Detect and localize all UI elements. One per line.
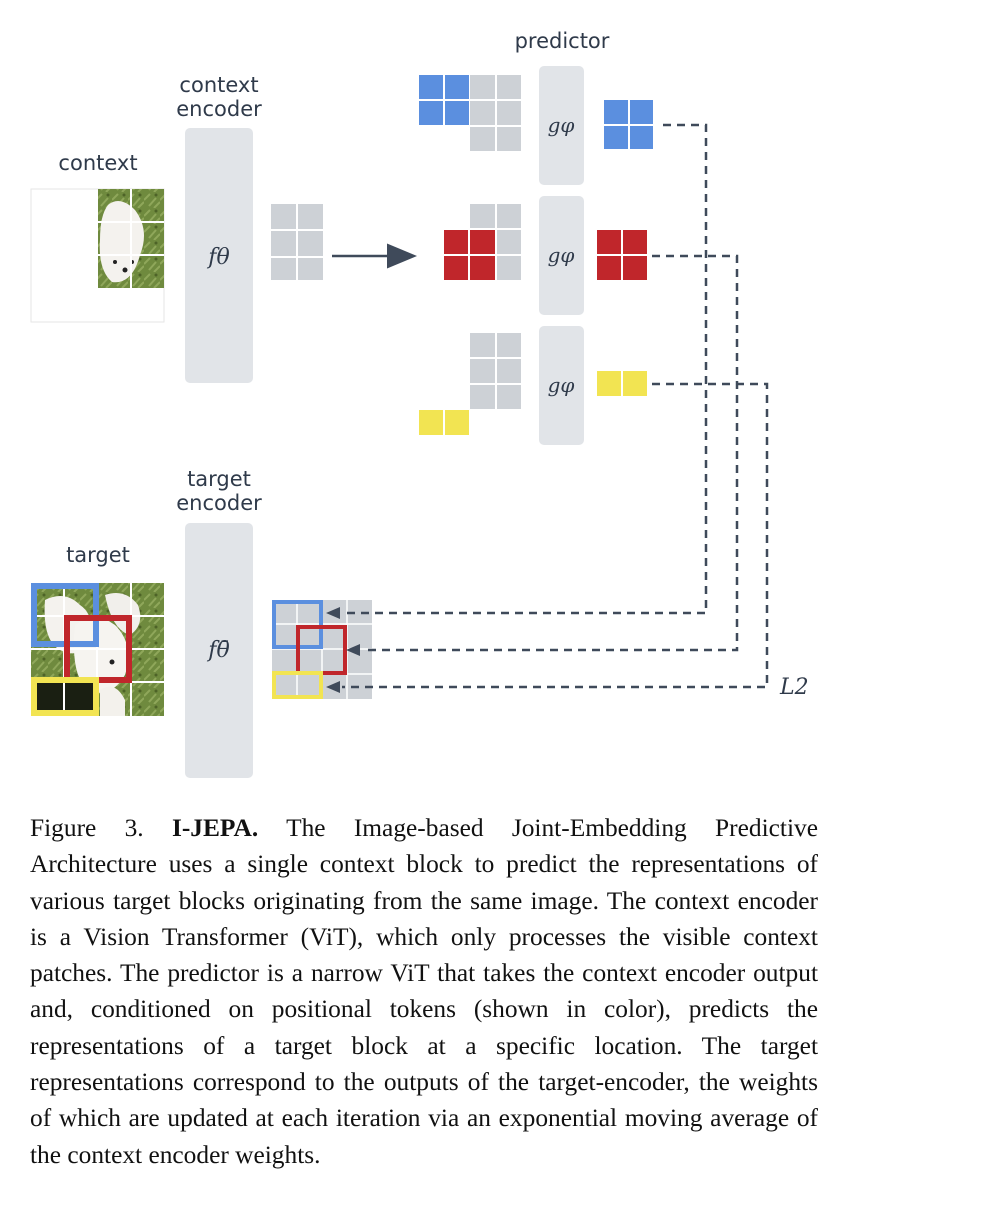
predictor-input-1 [419,75,521,151]
predicted-block-red [597,230,647,280]
target-label: target [66,543,130,567]
i-jepa-diagram: predictor context encoder context target… [30,29,809,778]
predictor-block-3 [539,326,584,445]
predictor-input-3 [419,333,521,435]
figure-title: I-JEPA. [171,814,259,842]
predictor-block-2 [539,196,584,315]
context-encoder-label-line2: encoder [176,97,262,121]
predicted-block-yellow [597,371,647,396]
target-image [31,583,164,716]
target-encoder-label-line2: encoder [176,491,262,515]
g-phi-label-3: gφ [548,373,575,397]
f-theta-bar-label: fθ̄ [206,638,229,663]
predicted-block-blue [604,100,653,149]
predictor-label: predictor [515,29,610,53]
predictor-input-2 [444,204,521,280]
context-embedding-patches [271,204,323,280]
l2-loss-label: L2 [779,675,809,700]
figure-caption: Figure 3. I-JEPA. The Image-based Joint-… [30,810,818,1173]
context-encoder-block [185,128,253,383]
target-encoder-block [185,523,253,778]
f-theta-label: fθ [206,245,229,270]
context-encoder-label-line1: context [179,73,258,97]
predictor-block-1 [539,66,584,185]
g-phi-label-1: gφ [548,113,575,137]
loss-arrowheads [326,607,360,693]
context-image [30,188,165,323]
target-encoder-label-line1: target [187,467,251,491]
g-phi-label-2: gφ [548,243,575,267]
loss-connections [342,123,769,689]
context-label: context [58,151,137,175]
caption-text: The Image-based Joint-Embedding Predicti… [30,814,818,1169]
figure-number: Figure 3. [30,814,144,842]
